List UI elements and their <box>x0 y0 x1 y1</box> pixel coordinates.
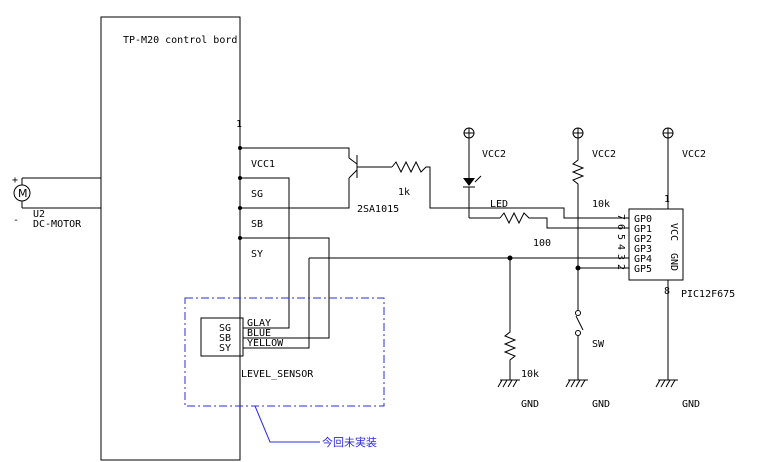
sensor-pin-sb: SB <box>219 333 231 344</box>
led-label: LED <box>490 199 508 210</box>
mcu-vcc-pin: VCC <box>668 223 679 241</box>
pic12f675-chip <box>628 208 684 281</box>
mcu-pin1-number: 1 <box>664 194 670 205</box>
level-sensor-wiring <box>239 177 330 349</box>
switch-vcc-label: VCC2 <box>592 149 616 160</box>
gp4-net <box>309 255 629 388</box>
mcu-pinnum-6: 6 <box>615 224 626 230</box>
mcu-pin8-number: 8 <box>664 286 670 297</box>
motor-plus: + <box>12 175 18 186</box>
motor-ref: U2 <box>33 209 45 220</box>
sensor-wire-yellow: YELLOW <box>247 338 284 349</box>
sensor-pin-sg: SG <box>219 323 231 334</box>
mcu-pinnum-7: 7 <box>615 214 626 220</box>
not-implemented-note: 今回未実装 <box>322 435 377 449</box>
board-pin-sg: SG <box>251 189 263 200</box>
motor-name: DC-MOTOR <box>33 219 82 230</box>
sensor-name: LEVEL_SENSOR <box>241 369 314 380</box>
control-board-outline <box>100 16 241 461</box>
led-vcc-label: VCC2 <box>482 149 506 160</box>
resistor-gnd-label: GND <box>521 399 539 410</box>
mcu-pin-gp1: GP1 <box>634 224 652 235</box>
resistor-100-label: 100 <box>533 238 551 249</box>
resistor-1k-label: 1k <box>398 187 410 198</box>
sensor-pin-sy: SY <box>219 343 231 354</box>
mcu-pin-gp0: GP0 <box>634 214 652 225</box>
wire-sg <box>240 178 350 209</box>
mcu-pinnum-2: 2 <box>615 264 626 270</box>
mcu-pin-gp2: GP2 <box>634 234 652 245</box>
note-leader-line <box>254 405 320 443</box>
switch-branch <box>565 127 629 388</box>
mcu-gnd-label: GND <box>682 399 700 410</box>
board-pin1-number: 1 <box>236 119 242 130</box>
mcu-pinnum-3: 3 <box>615 254 626 260</box>
mcu-pin-gp4: GP4 <box>634 254 652 265</box>
dc-motor <box>13 177 101 209</box>
sensor-wire-glay: GLAY <box>247 318 271 329</box>
resistor-1k-wire <box>391 160 629 219</box>
resistor-10k-pullup-label: 10k <box>592 199 610 210</box>
transistor-2sa1015 <box>348 155 392 179</box>
board-title: TP-M20 control bord <box>123 35 237 46</box>
level-sensor-box <box>200 317 244 357</box>
board-pin-sb: SB <box>251 219 263 230</box>
motor-minus: - <box>13 215 19 226</box>
switch-gnd-label: GND <box>592 399 610 410</box>
mcu-name: PIC12F675 <box>681 289 735 300</box>
led-branch <box>463 127 629 229</box>
switch-label: SW <box>592 339 605 350</box>
mcu-vcc-label: VCC2 <box>682 149 706 160</box>
mcu-pin-gp5: GP5 <box>634 264 652 275</box>
sensor-wire-blue: BLUE <box>247 328 271 339</box>
wire-vcc1 <box>240 147 350 158</box>
transistor-label: 2SA1015 <box>357 204 399 215</box>
board-pin-vcc1: VCC1 <box>251 159 275 170</box>
resistor-10k-gnd-label: 10k <box>521 369 539 380</box>
board-pin-sy: SY <box>251 249 263 260</box>
mcu-power <box>655 127 678 388</box>
mcu-pin-gp3: GP3 <box>634 244 652 255</box>
motor-symbol: M <box>18 187 28 200</box>
mcu-gnd-pin: GND <box>668 253 679 271</box>
mcu-pinnum-5: 5 <box>615 234 626 240</box>
not-implemented-region <box>184 297 385 407</box>
mcu-pinnum-4: 4 <box>615 244 626 250</box>
